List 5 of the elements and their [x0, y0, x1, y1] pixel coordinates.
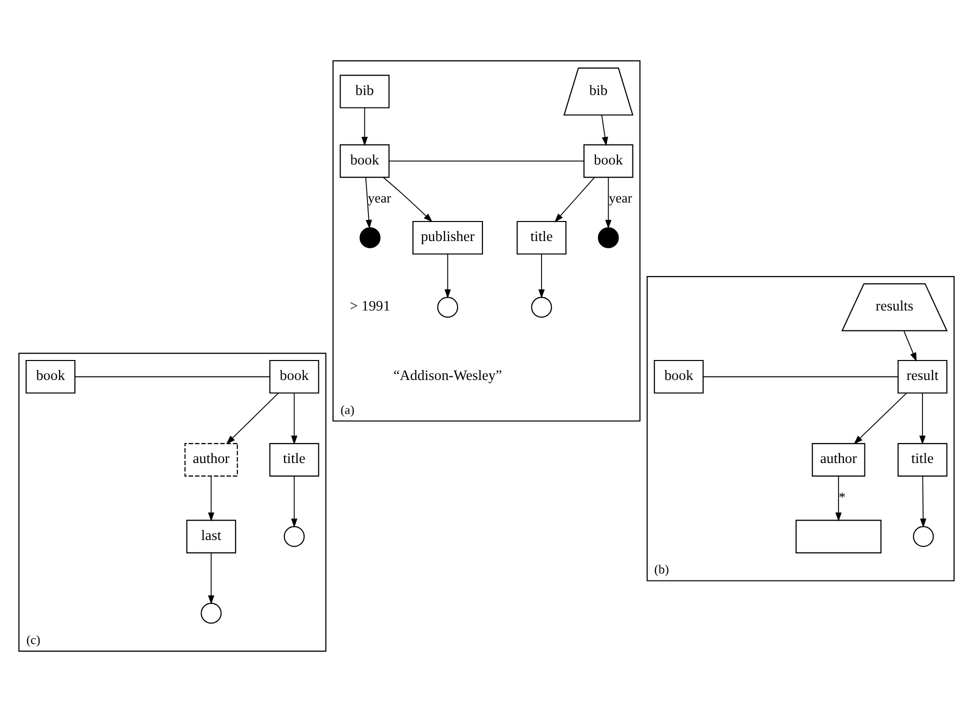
edge-label: year	[368, 190, 392, 206]
edge-label: year	[608, 190, 632, 206]
node-label: “Addison-Wesley”	[393, 368, 502, 384]
edge-label: *	[838, 488, 846, 504]
node-label: > 1991	[350, 298, 390, 314]
